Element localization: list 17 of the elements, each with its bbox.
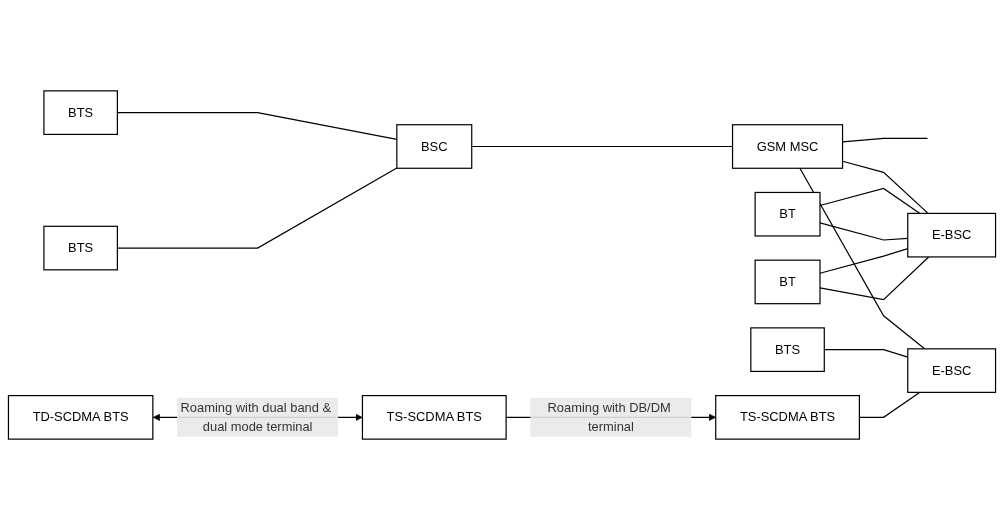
- node-box: E-BSC: [907, 348, 997, 393]
- node-box: TS-SCDMA BTS: [715, 395, 860, 440]
- node-box: BT: [754, 259, 821, 305]
- connector: [799, 167, 926, 350]
- node-box: BTS: [750, 327, 825, 372]
- edge-label: Roaming with dual band & dual mode terminal: [180, 400, 332, 434]
- node-box: TS-SCDMA BTS: [361, 395, 507, 440]
- connector: [819, 187, 921, 214]
- node-box: BSC: [396, 124, 473, 169]
- node-box: BTS: [43, 225, 118, 271]
- connector: [819, 256, 930, 301]
- node-box: BT: [754, 191, 821, 237]
- node-box: BTS: [43, 90, 118, 135]
- edge-label: Roaming with DB/DM terminal: [547, 400, 671, 434]
- node-box: E-BSC: [907, 212, 997, 258]
- node-box: TD-SCDMA BTS: [7, 395, 154, 440]
- node-box: GSM MSC: [731, 124, 844, 169]
